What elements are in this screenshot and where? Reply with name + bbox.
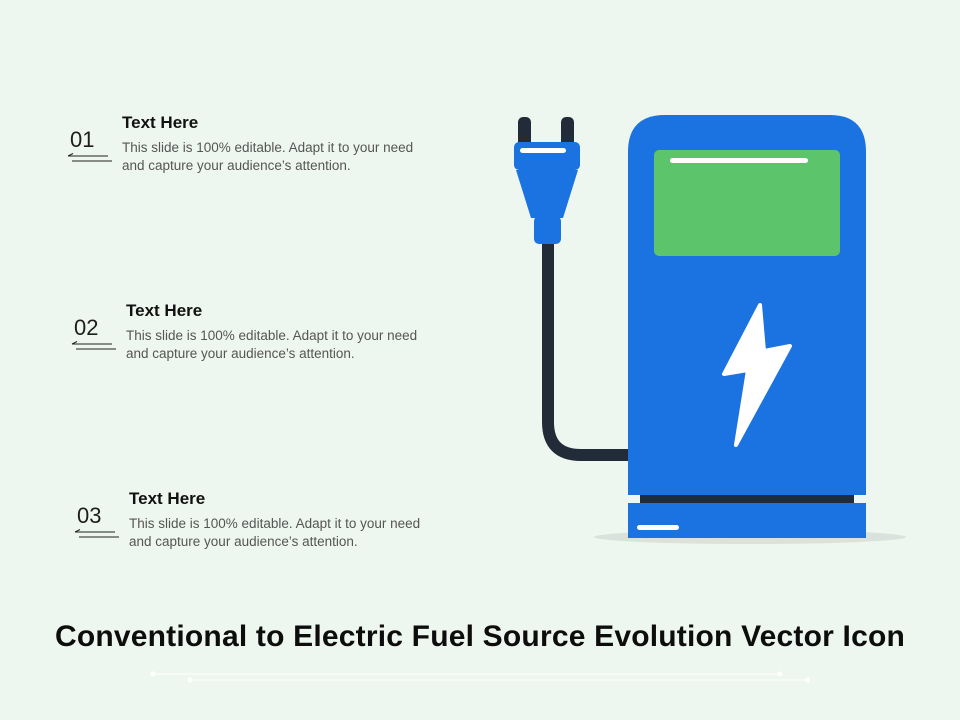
station-screen — [654, 150, 840, 256]
title-underline-decoration — [150, 671, 810, 683]
left-arrow-icon — [71, 341, 116, 350]
page-title: Conventional to Electric Fuel Source Evo… — [54, 620, 906, 653]
item-heading: Text Here — [126, 301, 203, 320]
item-heading: Text Here — [122, 113, 199, 132]
charging-cable — [542, 234, 638, 461]
ev-charging-illustration — [514, 115, 906, 544]
item-description: This slide is 100% editable. Adapt it to… — [122, 140, 414, 173]
item-number: 02 — [74, 315, 99, 340]
item-description: This slide is 100% editable. Adapt it to… — [126, 328, 418, 361]
item-number: 03 — [77, 503, 102, 528]
item-number: 01 — [70, 127, 95, 152]
item-heading: Text Here — [129, 489, 206, 508]
left-arrow-icon — [67, 153, 112, 162]
left-arrow-icon — [74, 529, 119, 538]
charging-station-icon — [628, 115, 866, 538]
lightning-bolt-icon — [722, 303, 792, 447]
item-description: This slide is 100% editable. Adapt it to… — [129, 516, 421, 549]
electric-plug-icon — [514, 117, 580, 244]
